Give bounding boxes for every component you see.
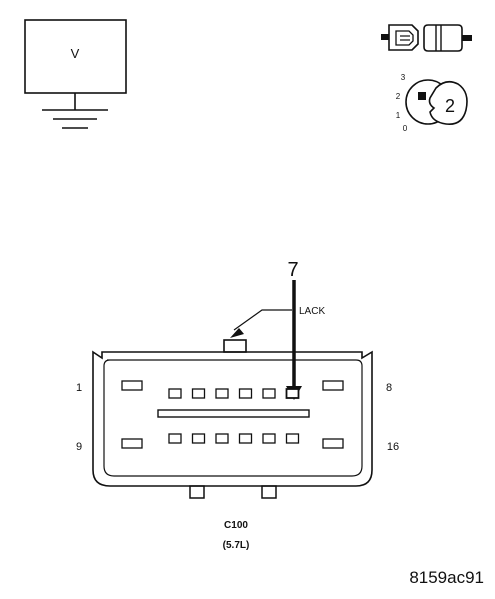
top-pin-cavity-6 [285,388,300,399]
pin-label-9: 9 [76,441,82,453]
cavity-top-right [322,380,344,391]
latch-right [261,485,277,499]
connector-inner-shell [103,359,363,477]
pin-label-1: 1 [76,382,82,394]
meter-label: V [71,46,80,61]
disconnected-connector-icon [381,24,472,52]
top-pin-cavity-1 [168,388,182,399]
figure-code: 8159ac91 [409,568,484,587]
connector-lock-tab [223,339,247,353]
connector-outer-shell [92,350,373,487]
bottom-pin-cavity-3 [215,433,229,444]
connector-c100 [92,350,373,499]
bottom-pin-cavity-2 [191,433,206,444]
key-position-3: 3 [401,73,406,82]
callout-pin-number: 7 [287,259,298,281]
latch-left [189,485,205,499]
cavity-bottom-right [322,438,344,449]
bottom-pin-cavity-6 [285,433,300,444]
cavity-bottom-left [121,438,143,449]
ignition-key-icon: 3 2 1 0 2 [396,73,468,133]
key-head [428,80,468,126]
bottom-pin-row [168,433,300,444]
top-pin-cavity-3 [215,388,229,399]
top-pin-cavity-2 [191,388,206,399]
pin-label-16: 16 [387,441,399,453]
connector-engine: (5.7L) [223,540,250,551]
top-pin-cavity-5 [262,388,276,399]
top-pin-cavity-4 [238,388,253,399]
pin-label-8: 8 [386,382,392,394]
cavity-top-left [121,380,143,391]
key-position-1: 1 [396,111,401,120]
connector-name: C100 [224,520,248,531]
top-pin-row [168,388,300,399]
lock-label: LACK [299,306,325,317]
key-position-2: 2 [396,92,401,101]
key-position-value: 2 [445,96,455,116]
bottom-pin-cavity-4 [238,433,253,444]
lock-leader-line [233,309,292,331]
ground-icon [42,109,108,129]
connector-key-slot [157,409,310,418]
voltmeter-symbol: V [24,19,127,129]
bottom-pin-cavity-5 [262,433,276,444]
key-position-0: 0 [403,124,408,133]
bottom-pin-cavity-1 [168,433,182,444]
lock-leader-arrowhead [230,328,244,338]
